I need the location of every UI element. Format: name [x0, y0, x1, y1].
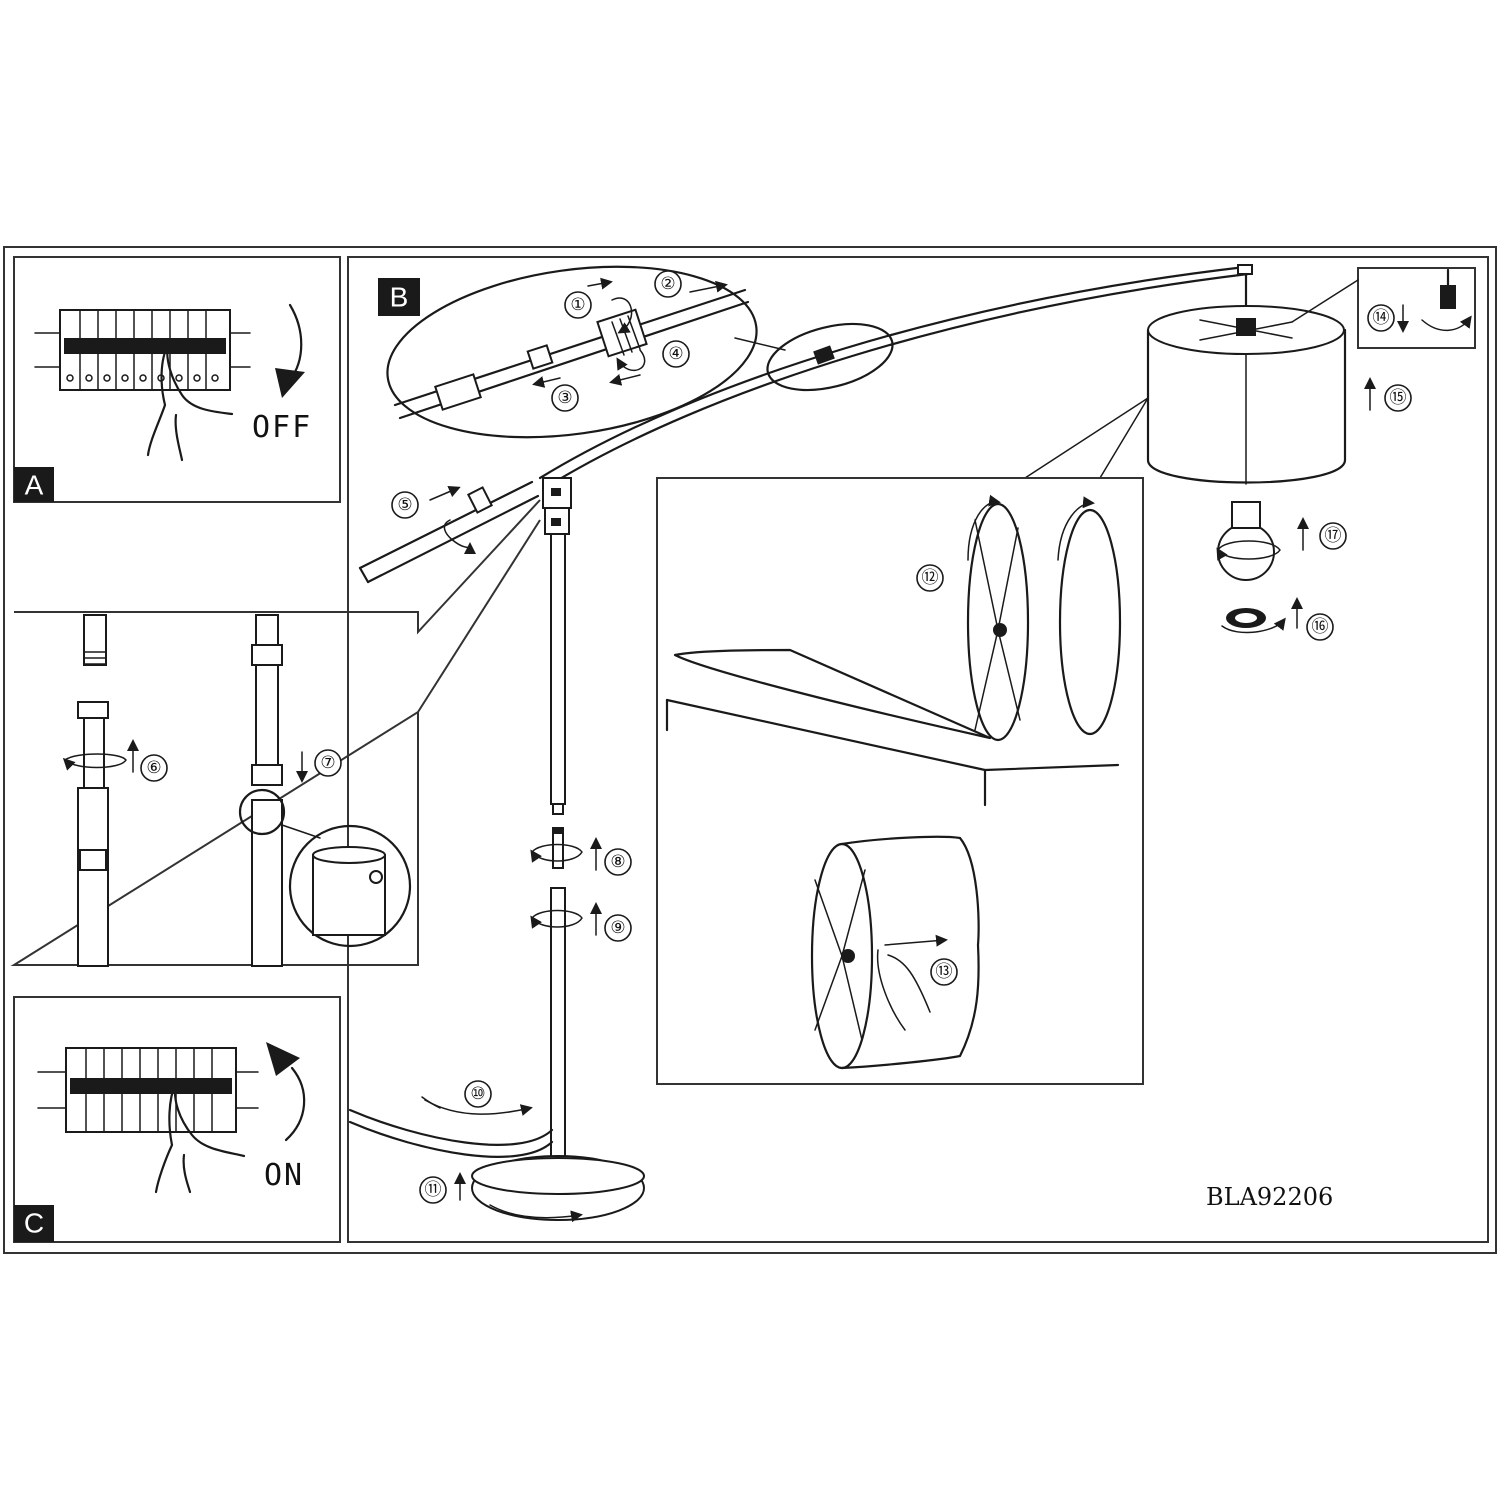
- svg-text:⑤: ⑤: [397, 495, 412, 515]
- model-code: BLA92206: [1206, 1183, 1333, 1211]
- step-number-11: ⑪: [419, 1176, 447, 1204]
- panel-a: OFF A: [13, 256, 341, 503]
- step-number-13: ⑬: [930, 958, 958, 986]
- step-number-15: ⑮: [1384, 384, 1412, 412]
- svg-text:⑧: ⑧: [610, 852, 625, 872]
- svg-text:⑭: ⑭: [1373, 308, 1390, 328]
- step-number-14: ⑭: [1367, 304, 1395, 332]
- svg-text:⑪: ⑪: [425, 1180, 442, 1200]
- svg-text:②: ②: [660, 274, 675, 294]
- hand-pressing-switch-on: [154, 1080, 246, 1194]
- svg-text:⑦: ⑦: [320, 753, 335, 773]
- off-arrow: [288, 303, 303, 382]
- power-cord: [348, 1108, 554, 1146]
- svg-text:⑥: ⑥: [146, 758, 161, 778]
- step-number-2: ②: [654, 270, 682, 298]
- pole-connection-panel: [10, 499, 541, 967]
- step-number-16: ⑯: [1306, 613, 1334, 641]
- svg-text:⑰: ⑰: [1325, 526, 1342, 546]
- panel-c-letter: C: [24, 1208, 44, 1239]
- step-number-5: ⑤: [391, 491, 419, 519]
- step-number-17: ⑰: [1319, 522, 1347, 550]
- panel-c: ON C: [13, 996, 341, 1243]
- step-number-12: ⑫: [916, 564, 944, 592]
- breaker-panel-on: [37, 1047, 259, 1133]
- svg-text:⑨: ⑨: [610, 918, 625, 938]
- step-number-1: ①: [564, 291, 592, 319]
- svg-text:⑮: ⑮: [1390, 388, 1407, 408]
- outer-frame: [3, 246, 1497, 1254]
- panel-b-letter: B: [390, 282, 409, 313]
- on-arrow: [284, 1066, 306, 1142]
- panel-a-letter: A: [25, 470, 44, 501]
- step-number-10: ⑩: [464, 1080, 492, 1108]
- svg-text:③: ③: [557, 388, 572, 408]
- shade-assembly-detail: [656, 397, 1149, 1085]
- lamp-shade: [1146, 267, 1476, 634]
- hand-pressing-switch: [146, 343, 234, 462]
- step-number-8: ⑧: [604, 848, 632, 876]
- breaker-panel-off: [34, 309, 251, 391]
- svg-text:①: ①: [570, 295, 585, 315]
- svg-text:⑬: ⑬: [936, 962, 953, 982]
- off-label: OFF: [252, 410, 312, 445]
- svg-text:⑩: ⑩: [470, 1084, 485, 1104]
- step-number-7: ⑦: [314, 749, 342, 777]
- inner-frame: [347, 256, 1489, 1243]
- lamp-arm: [358, 264, 1253, 584]
- step-number-3: ③: [551, 384, 579, 412]
- step-number-4: ④: [662, 340, 690, 368]
- svg-text:④: ④: [668, 344, 683, 364]
- arm-coupling-callout: [386, 265, 786, 439]
- on-label: ON: [264, 1158, 304, 1193]
- step-number-9: ⑨: [604, 914, 632, 942]
- svg-text:⑫: ⑫: [922, 568, 939, 588]
- step-number-6: ⑥: [140, 754, 168, 782]
- svg-text:⑯: ⑯: [1312, 617, 1329, 637]
- stand-pole: [348, 477, 645, 1223]
